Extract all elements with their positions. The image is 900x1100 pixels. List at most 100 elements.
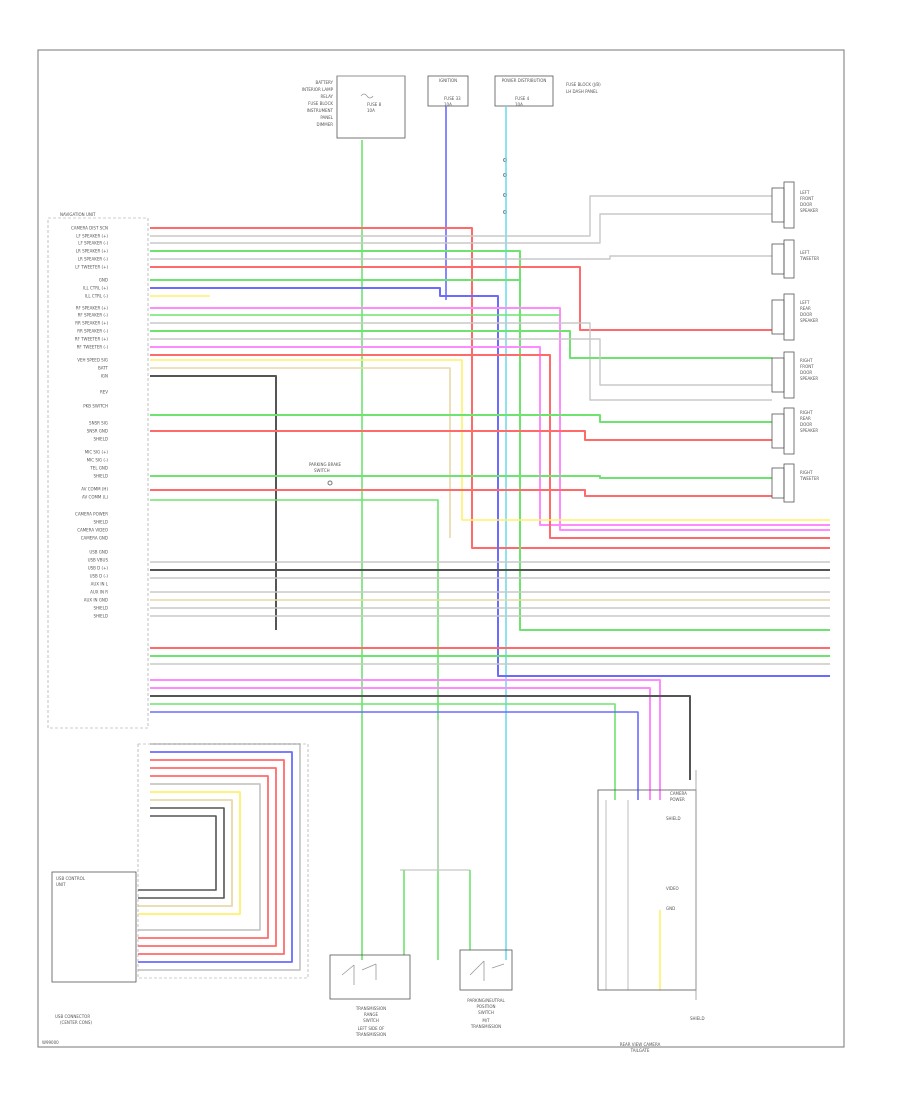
wire-camera-gnd — [150, 711, 639, 800]
fuse-1-caption-0: BATTERY — [316, 80, 334, 85]
rear-view-camera-sub: TAILGATE — [630, 1048, 650, 1053]
navigation-unit-box — [47, 217, 149, 729]
pin-label: RF TWEETER (+) — [75, 337, 109, 342]
fuse-3-rating: 10A — [515, 102, 523, 107]
wire-lt — [150, 255, 772, 260]
fuse-1-label: FUSE 8 — [367, 102, 382, 107]
wires — [138, 106, 830, 990]
pin-label: CAMERA DIST SCN — [71, 226, 108, 231]
pin-label: SHIELD — [93, 474, 108, 479]
speaker-left-rear-name-1: REAR — [800, 306, 811, 311]
wire-rr2-red — [150, 430, 772, 441]
neutral-position-switch-name-1: POSITION — [476, 1004, 495, 1009]
transmission-range-switch: TRANSMISSION RANGE SWITCH LEFT SIDE OF T… — [329, 954, 411, 1037]
pin-label: RF TWEETER (-) — [77, 345, 109, 350]
speaker-left-rear-name-2: DOOR — [800, 312, 812, 317]
fuse-3-label: FUSE 4 — [515, 96, 530, 101]
fuse-1-caption-4: INSTRUMENT — [307, 108, 334, 113]
fuse-2-caption-0: IGNITION — [439, 78, 457, 83]
pin-label: IGN — [101, 374, 108, 379]
usb-control-unit: USB CONTROL UNIT USB CONNECTOR (CENTER C… — [51, 743, 309, 1025]
wire-lr — [150, 213, 772, 244]
parking-brake-label-1: SWITCH — [314, 468, 330, 473]
wire-lf-speaker-neg — [150, 195, 772, 237]
fuse-1-caption-2: RELAY — [321, 94, 334, 99]
wire-usb-8 — [138, 807, 225, 899]
wire-batt-tan — [150, 367, 451, 538]
speaker-left-rear-name-3: SPEAKER — [800, 318, 818, 323]
wire-usb-1 — [138, 751, 293, 963]
wire-lr-speaker-green — [150, 250, 830, 631]
camera-label-1: POWER — [670, 797, 685, 802]
speaker-right-front-name-0: RIGHT — [800, 358, 813, 363]
wire-usb-5 — [138, 783, 261, 931]
camera-label-5: SHIELD — [690, 1016, 705, 1021]
transmission-range-switch-name-1: RANGE — [364, 1012, 378, 1017]
fuse-2-box — [427, 75, 469, 107]
speaker-left-tweeter-name-1: TWEETER — [799, 256, 819, 261]
neutral-position-switch-sub-0: M/T — [482, 1018, 490, 1023]
parking-brake-switch: PARKING BRAKE SWITCH — [309, 462, 342, 486]
pin-label: SHIELD — [93, 606, 108, 611]
fuse-1-caption-5: PANEL — [320, 115, 333, 120]
speaker-right-front-name-3: SPEAKER — [800, 376, 818, 381]
wire-rt-pink — [150, 346, 830, 526]
speaker-left-front-name-3: SPEAKER — [800, 208, 818, 213]
pin-label: LF TWEETER (+) — [75, 265, 108, 270]
usb-control-unit-title-0: USB CONTROL — [56, 876, 86, 881]
fuse-1-caption-6: DIMMER — [317, 122, 334, 127]
pin-label: SHIELD — [93, 520, 108, 525]
wire-usb-7 — [138, 799, 233, 907]
wire-lt-red — [150, 266, 772, 331]
usb-connector-label-0: USB CONNECTOR — [55, 1014, 90, 1019]
navigation-unit-title: NAVIGATION UNIT — [60, 212, 96, 217]
fuse-3-caption-0: POWER DISTRIBUTION — [502, 78, 547, 83]
pin-label: LF SPEAKER (-) — [78, 241, 108, 246]
fuse-2-label: FUSE 33 — [444, 96, 461, 101]
pin-label: MIC SIG (+) — [85, 450, 109, 455]
pin-label: AUX IN R — [90, 590, 108, 595]
pin-label: TEL GND — [89, 466, 108, 471]
speaker-right-tweeter: RIGHT TWEETER — [771, 463, 819, 503]
wire-rr2-green — [150, 414, 772, 423]
wire-rt2-red — [150, 489, 772, 497]
fuse-1-caption-3: FUSE BLOCK — [308, 101, 333, 106]
wire-usb-2 — [138, 759, 285, 955]
pin-label: MIC SIG (-) — [87, 458, 109, 463]
wire-rt2-green — [150, 475, 772, 479]
transmission-range-switch-sub-1: TRANSMISSION — [355, 1032, 386, 1037]
wire-usb-3 — [138, 767, 277, 947]
wire-rt-red — [150, 354, 830, 539]
wire-camera-power — [150, 679, 661, 800]
speaker-right-front-name-2: DOOR — [800, 370, 812, 375]
camera-label-4: GND — [666, 906, 675, 911]
usb-control-unit-box — [51, 871, 137, 983]
parking-brake-label-0: PARKING BRAKE — [309, 462, 342, 467]
speaker-left-front-name-1: FRONT — [800, 196, 814, 201]
fuse-1-rating: 10A — [367, 108, 375, 113]
wire-usb-9 — [138, 815, 217, 891]
fuse-block: FUSE 8 10A BATTERY INTERIOR LAMP RELAY F… — [302, 75, 601, 214]
rear-view-camera-name: REAR VIEW CAMERA — [620, 1042, 661, 1047]
speaker-right-front-name-1: FRONT — [800, 364, 814, 369]
speaker-right-rear-name-1: REAR — [800, 416, 811, 421]
wire-usb-4 — [138, 775, 269, 939]
speaker-left-front-name-0: LEFT — [800, 190, 810, 195]
pin-label: AV COMM (L) — [82, 495, 108, 500]
pin-label: LR SPEAKER (-) — [78, 257, 109, 262]
wire-camera-power-2 — [150, 687, 651, 800]
fuse-block-note-0: FUSE BLOCK (J/B) — [566, 82, 601, 87]
pin-label: CAMERA GND — [81, 536, 108, 541]
navigation-unit: NAVIGATION UNIT CAMERA DIST SCN LF SPEAKE… — [47, 212, 149, 729]
pin-label: CAMERA POWER — [75, 512, 108, 517]
neutral-position-switch-sub-1: TRANSMISSION — [470, 1024, 501, 1029]
speaker-left-front: LEFT FRONT DOOR SPEAKER — [771, 181, 818, 229]
pin-label: ILL CTRL (-) — [85, 294, 108, 299]
pin-label: SHIELD — [93, 437, 108, 442]
pin-label: GND — [99, 278, 108, 283]
fuse-block-note-1: LH DASH PANEL — [566, 89, 598, 94]
pin-label: RF SPEAKER (-) — [78, 313, 109, 318]
rear-view-camera: CAMERA POWER SHIELD VIDEO GND SHIELD REA… — [597, 770, 705, 1053]
wire-ill-blue — [150, 287, 830, 677]
